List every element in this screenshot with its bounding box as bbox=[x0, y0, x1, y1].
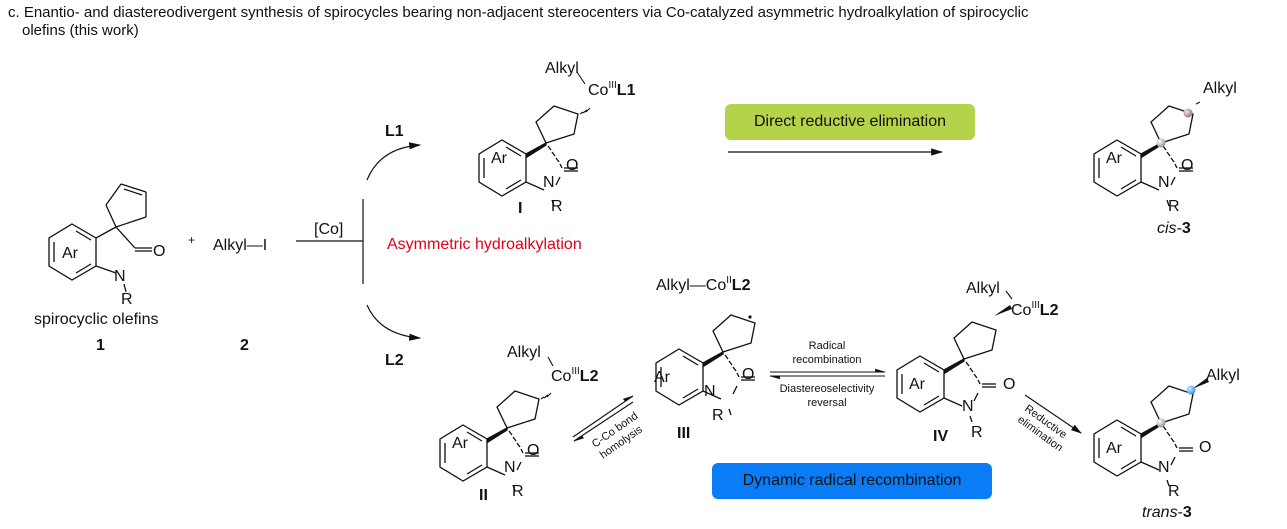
spiro-stereocenter-marker bbox=[1156, 418, 1166, 428]
asymmetric-hydroalkylation-label: Asymmetric hydroalkylation bbox=[387, 236, 582, 253]
intermediate-III-partner: Alkyl—CoIIL2 bbox=[656, 275, 751, 294]
scheme-caption: c. Enantio- and diastereodivergent synth… bbox=[8, 4, 1278, 40]
cis-3-n: N bbox=[1158, 174, 1170, 191]
intermediate-I-ar: Ar bbox=[491, 150, 508, 167]
intermediate-II-n: N bbox=[504, 459, 516, 476]
homolysis-equilibrium-arrows bbox=[572, 395, 634, 442]
ligand-l2-label: L2 bbox=[385, 352, 404, 369]
n-label: N bbox=[114, 268, 126, 285]
intermediate-IV-co: CoIIIL2 bbox=[1011, 300, 1059, 319]
dynamic-radical-recombination-badge: Dynamic radical recombination bbox=[712, 463, 992, 499]
trans-3-structure bbox=[1093, 378, 1209, 487]
trans-3-alkyl: Alkyl bbox=[1206, 367, 1240, 384]
radical-dot bbox=[748, 315, 752, 319]
intermediate-I-r: R bbox=[551, 198, 563, 215]
trans-3-ar: Ar bbox=[1106, 440, 1123, 457]
intermediate-II-r: R bbox=[512, 483, 524, 500]
intermediate-III-label: III bbox=[677, 425, 690, 442]
intermediate-IV-o: O bbox=[1003, 376, 1015, 393]
intermediate-I-n: N bbox=[543, 174, 555, 191]
cis-3-label: cis-3 bbox=[1157, 220, 1191, 237]
intermediate-IV-label: IV bbox=[933, 428, 948, 445]
catalyst-label: [Co] bbox=[314, 221, 343, 238]
cis-3-structure bbox=[1093, 101, 1201, 207]
compound-1-name: spirocyclic olefins bbox=[34, 311, 158, 328]
trans-3-label: trans-3 bbox=[1142, 504, 1192, 521]
intermediate-I-o: O bbox=[566, 157, 578, 174]
caption-line-2: olefins (this work) bbox=[22, 22, 139, 39]
cis-3-r: R bbox=[1168, 198, 1180, 215]
intermediate-III-structure bbox=[655, 314, 756, 416]
compound-2-number: 2 bbox=[240, 337, 249, 354]
intermediate-III-r: R bbox=[712, 407, 724, 424]
intermediate-IV-structure bbox=[896, 290, 1013, 423]
recombination-equilibrium-arrows bbox=[768, 368, 887, 380]
intermediate-IV-alkyl: Alkyl bbox=[966, 280, 1000, 297]
intermediate-II-ar: Ar bbox=[452, 435, 469, 452]
intermediate-IV-ar: Ar bbox=[909, 376, 926, 393]
ligand-l1-label: L1 bbox=[385, 123, 404, 140]
intermediate-I-alkyl: Alkyl bbox=[545, 60, 579, 77]
diastereoselectivity-label-1: Diastereoselectivity bbox=[780, 383, 875, 395]
intermediate-IV-r: R bbox=[971, 424, 983, 441]
intermediate-II-label: II bbox=[479, 487, 488, 504]
trans-3-n: N bbox=[1158, 459, 1170, 476]
r-label: R bbox=[121, 291, 133, 308]
intermediate-I-label: I bbox=[518, 200, 522, 217]
ar-label: Ar bbox=[62, 245, 79, 262]
intermediate-II-alkyl: Alkyl bbox=[507, 344, 541, 361]
plus-sign: + bbox=[188, 233, 195, 247]
cis-3-ar: Ar bbox=[1106, 150, 1123, 167]
recombination-label-1: Radical bbox=[809, 340, 846, 352]
reductive-elimination-arrow bbox=[1024, 394, 1082, 434]
intermediate-III-n: N bbox=[704, 383, 716, 400]
cis-stereocenter-marker bbox=[1183, 108, 1193, 118]
compound-1-number: 1 bbox=[96, 337, 105, 354]
direct-reductive-elimination-badge: Direct reductive elimination bbox=[725, 104, 975, 140]
spirocyclic-olefin-structure bbox=[48, 183, 152, 293]
intermediate-IV-n: N bbox=[962, 398, 974, 415]
intermediate-III-o: O bbox=[742, 366, 754, 383]
trans-stereocenter-marker bbox=[1186, 385, 1196, 395]
intermediate-II-structure bbox=[439, 356, 554, 492]
cis-3-alkyl: Alkyl bbox=[1203, 80, 1237, 97]
trans-3-o: O bbox=[1199, 439, 1211, 456]
intermediate-II-o: O bbox=[527, 442, 539, 459]
branch-arrow bbox=[296, 142, 422, 341]
caption-line-1: c. Enantio- and diastereodivergent synth… bbox=[8, 4, 1029, 21]
trans-3-r: R bbox=[1168, 483, 1180, 500]
intermediate-I-co: CoIIIL1 bbox=[588, 80, 636, 99]
diastereoselectivity-label-2: reversal bbox=[807, 397, 846, 409]
carbonyl-o-label: O bbox=[153, 243, 165, 260]
recombination-label-2: recombination bbox=[792, 354, 861, 366]
intermediate-II-co: CoIIIL2 bbox=[551, 366, 599, 385]
cis-3-o: O bbox=[1181, 157, 1193, 174]
intermediate-III-ar: Ar bbox=[654, 369, 671, 386]
spiro-stereocenter-marker bbox=[1156, 138, 1166, 148]
intermediate-I-structure bbox=[478, 71, 591, 207]
alkyl-iodide: Alkyl—I bbox=[213, 237, 267, 254]
